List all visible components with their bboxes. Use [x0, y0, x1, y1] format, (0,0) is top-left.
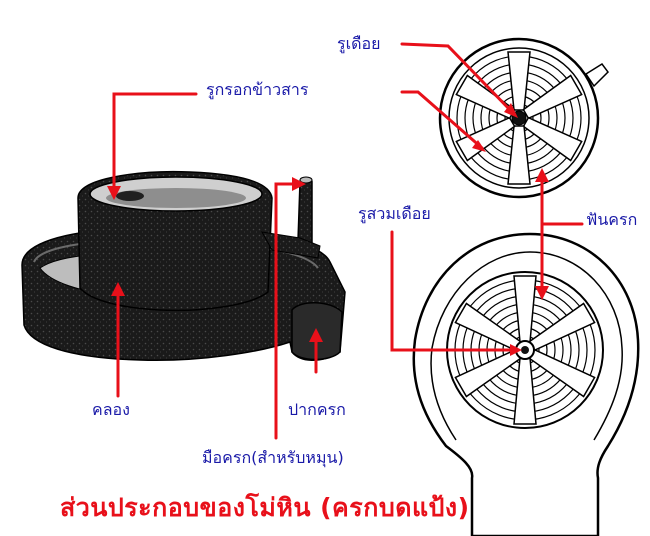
pointer-handle — [274, 182, 298, 440]
label-grain-hole: รูกรอกข้าวสาร — [206, 80, 309, 99]
pointer-pin-hole — [390, 230, 520, 352]
pointer-arrowheads — [107, 103, 549, 356]
pointer-lines — [112, 42, 584, 440]
bottom-stone-pin — [521, 346, 529, 354]
label-handle: มือครก(สำหรับหมุน) — [202, 448, 344, 467]
bottom-stone-illustration — [412, 232, 640, 536]
label-hole-top: รูเดือย — [337, 34, 381, 53]
pointer-grain-hole-mill — [112, 92, 198, 192]
pointer-grain-hole — [400, 90, 484, 150]
bottom-stone-teeth — [454, 275, 596, 425]
label-rim: คลอง — [92, 400, 130, 419]
pointer-hole-top — [400, 42, 516, 116]
label-pin-hole: รูสวมเดือย — [358, 204, 431, 223]
label-spout: ปากครก — [288, 400, 346, 419]
label-teeth: ฟันครก — [586, 210, 638, 229]
diagram-title: ส่วนประกอบของโม่หิน (ครกบดแป้ง) — [60, 493, 470, 522]
stone-mill-illustration — [21, 170, 346, 362]
top-stone-teeth — [455, 51, 583, 185]
mill-handle-post — [297, 176, 313, 248]
